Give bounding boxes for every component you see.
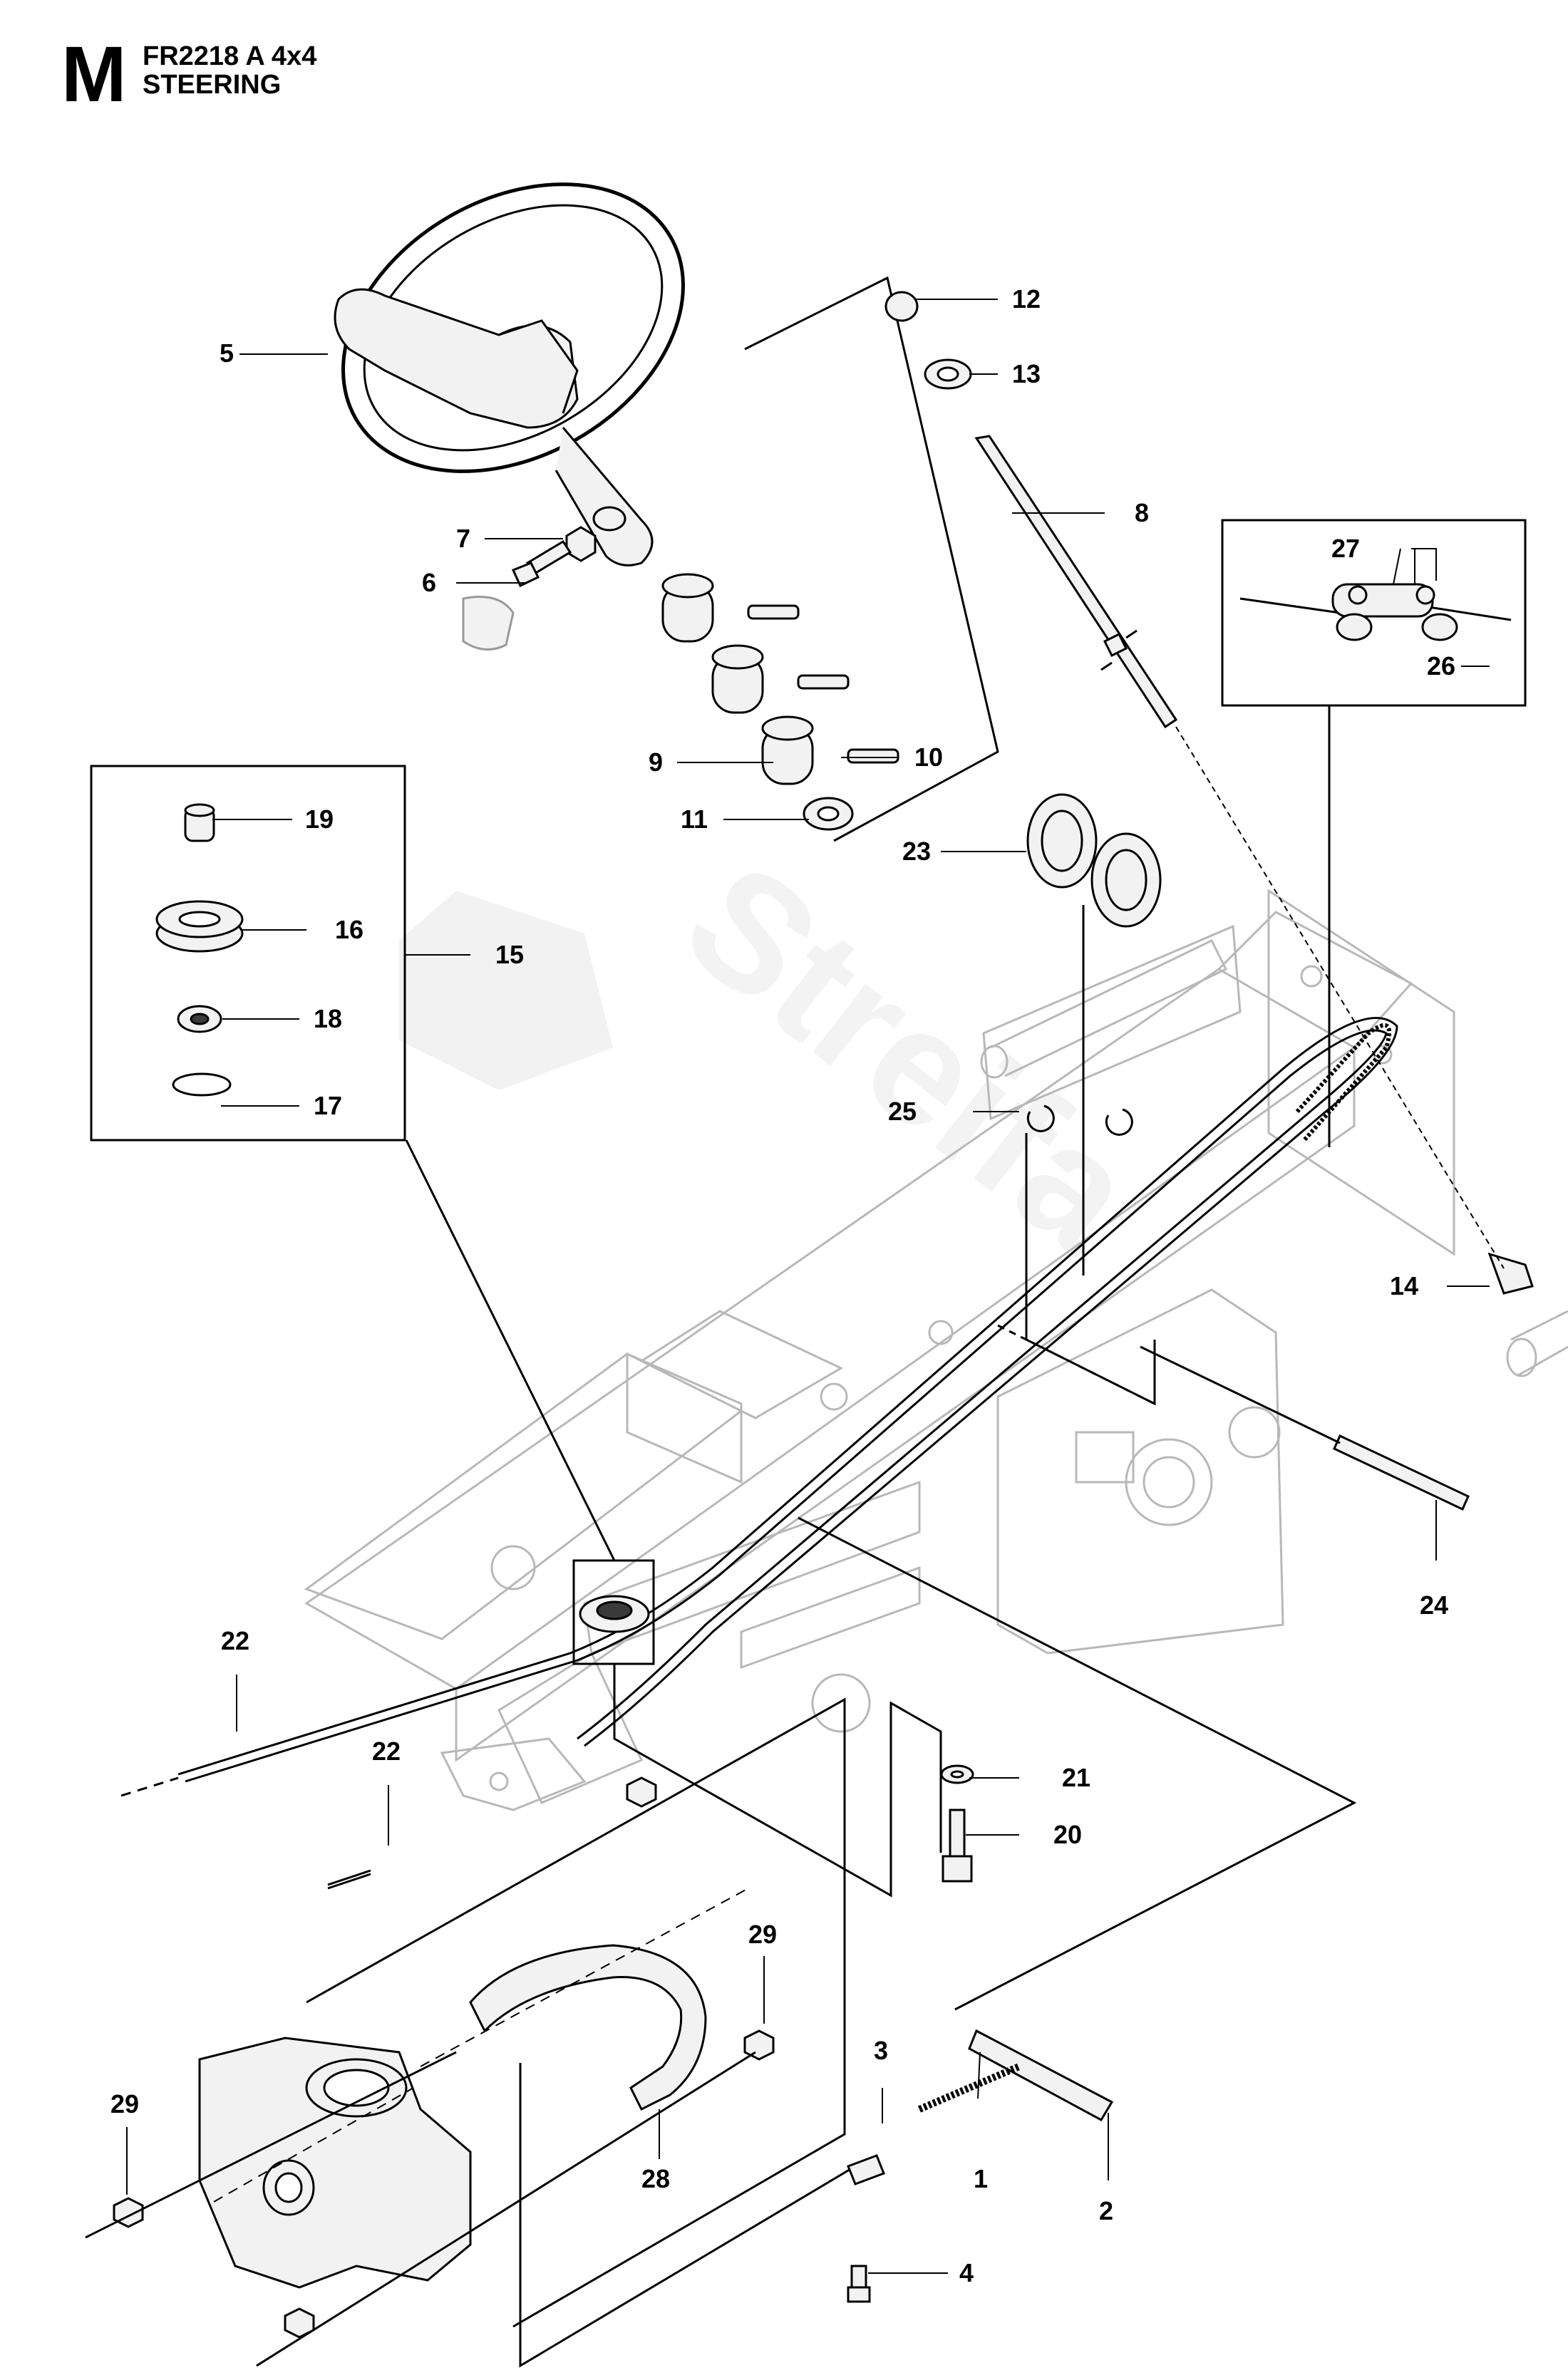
shaft-box bbox=[744, 276, 999, 842]
steering-cables bbox=[120, 1017, 1398, 1890]
inset-pulley-parts bbox=[155, 803, 244, 1097]
callout-19: 19 bbox=[305, 804, 334, 834]
nut-screw-cap bbox=[462, 526, 597, 651]
pulleys bbox=[1026, 793, 1162, 928]
callout-28: 28 bbox=[641, 2164, 670, 2193]
callout-3: 3 bbox=[874, 2036, 888, 2065]
callout-21: 21 bbox=[1062, 1763, 1090, 1792]
callout-7: 7 bbox=[456, 524, 470, 553]
callout-12: 12 bbox=[1012, 284, 1041, 314]
model-title: FR2218 A 4x4 bbox=[143, 41, 317, 71]
callout-20: 20 bbox=[1053, 1820, 1082, 1849]
callout-15: 15 bbox=[495, 940, 524, 969]
callout-24: 24 bbox=[1420, 1590, 1448, 1620]
callout-5: 5 bbox=[220, 338, 234, 368]
circlips bbox=[1026, 1104, 1133, 1136]
callout-22a: 22 bbox=[221, 1626, 249, 1655]
callout-23: 23 bbox=[902, 837, 931, 866]
callout-leaders bbox=[126, 299, 1490, 2274]
bolt-20-washer-21 bbox=[940, 1764, 974, 1883]
callout-1: 1 bbox=[974, 2164, 988, 2193]
steering-chain bbox=[1295, 1023, 1391, 1142]
watermark-logo bbox=[399, 891, 613, 1090]
section-title: STEERING bbox=[143, 70, 282, 100]
gearbox-dashed-axes bbox=[213, 1888, 749, 2203]
callout-labels: 1 2 3 4 5 6 7 8 9 10 11 12 13 14 15 16 1… bbox=[110, 284, 1455, 2287]
lower-plate-spring bbox=[847, 2029, 1114, 2303]
strap-and-nuts bbox=[113, 1776, 775, 2339]
axle-pin bbox=[1333, 1434, 1470, 1511]
bolt-14 bbox=[1487, 1252, 1534, 1295]
callout-13: 13 bbox=[1012, 359, 1041, 388]
steering-wheel bbox=[334, 182, 685, 566]
leader-frames bbox=[306, 705, 1357, 2368]
section-letter: M bbox=[61, 31, 127, 118]
callout-4: 4 bbox=[959, 2258, 974, 2287]
callout-6: 6 bbox=[422, 568, 436, 597]
callout-17: 17 bbox=[314, 1091, 342, 1120]
callout-18: 18 bbox=[314, 1004, 342, 1033]
callout-8: 8 bbox=[1135, 498, 1149, 527]
callout-29b: 29 bbox=[110, 2089, 139, 2118]
gearbox-long-lines bbox=[85, 2051, 756, 2367]
guide-pulley bbox=[572, 1559, 655, 1665]
callout-29a: 29 bbox=[748, 1920, 777, 1949]
inset-box-pulley-assembly bbox=[90, 765, 406, 1142]
callout-25: 25 bbox=[888, 1097, 917, 1126]
steering-shaft bbox=[884, 291, 1178, 729]
callout-16: 16 bbox=[335, 915, 363, 944]
callout-27: 27 bbox=[1331, 534, 1360, 563]
callout-2: 2 bbox=[1099, 2196, 1113, 2225]
gearbox-housing bbox=[198, 2037, 472, 2289]
inset-box-chain-link bbox=[1221, 519, 1527, 707]
callout-9: 9 bbox=[649, 747, 663, 777]
inset-chain-link bbox=[1239, 583, 1512, 641]
callout-26: 26 bbox=[1427, 651, 1455, 681]
callout-11: 11 bbox=[681, 804, 708, 834]
callout-10: 10 bbox=[914, 743, 943, 772]
callout-22b: 22 bbox=[372, 1737, 401, 1766]
column-spacers bbox=[661, 573, 899, 831]
callout-14: 14 bbox=[1390, 1271, 1418, 1300]
